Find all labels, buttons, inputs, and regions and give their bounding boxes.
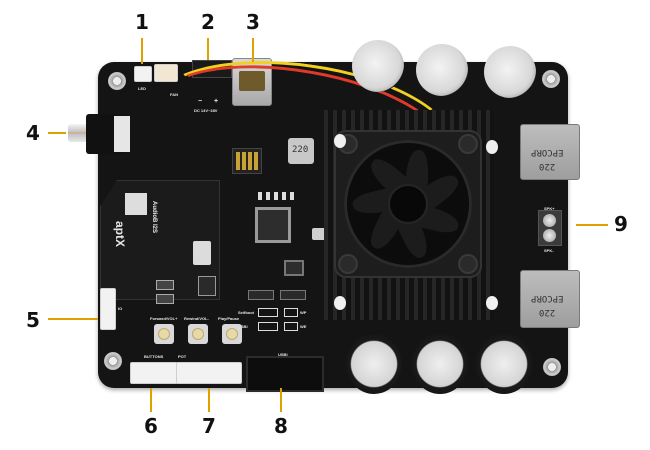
callout-1: 1 [135,10,149,34]
aptx-label: aptX [113,221,127,248]
play-pause-button[interactable] [222,324,242,344]
rca-audio-input [68,112,140,156]
buttons-label: BUTTONS [144,354,164,359]
selfboot-jumper [258,308,278,317]
jumper-header [248,290,274,300]
dc-power-jack [232,58,272,106]
leader-line-5 [48,318,98,320]
wp-label: WP [300,310,307,315]
callout-9: 9 [614,212,628,236]
smd-component [266,192,270,200]
cooling-fan [334,130,482,278]
rewind-vol-down-label: Rewind/VOL- [184,316,209,321]
diode [156,294,174,304]
selfboot-label: Selfboot [238,310,254,315]
fan-cable-top [192,60,232,78]
output-inductor-bottom: EPCORP 220 [520,270,580,328]
usbi-jumper-label: USBI [238,324,248,329]
regulator-chip [286,262,302,274]
diode [156,280,174,290]
leader-line-8 [280,388,282,412]
mounting-hole [542,70,560,88]
callout-2: 2 [201,10,215,34]
mounting-hole [108,72,126,90]
smd-component [274,192,278,200]
smd-component [282,192,286,200]
fan-screw [460,256,476,272]
mounting-hole [104,352,122,370]
capacitor [416,44,468,96]
leader-line-9 [576,224,608,226]
capacitor [412,334,468,394]
leader-line-4 [48,132,66,134]
leader-line-7 [208,388,210,412]
standoff [486,296,498,310]
standoff [334,134,346,148]
standoff [486,140,498,154]
fan-hub [390,186,426,222]
leader-line-6 [150,388,152,412]
buttons-connector [130,362,178,384]
leader-line-1 [141,38,143,64]
fan-label: FAN [170,92,178,97]
pot-label: POT [178,354,187,359]
module-model-label: AudioB I2S [151,201,157,234]
io-connector [100,288,116,330]
callout-7: 7 [202,414,216,438]
small-inductor: 220 [288,138,314,164]
speaker-terminal [538,210,562,246]
amplifier-board: LED FAN − + DC 14V~28V aptX AudioB I2S 2… [68,40,580,394]
leader-line-3 [252,38,254,62]
callout-4: 4 [26,121,40,145]
leader-line-2 [207,38,209,60]
forward-vol-up-label: Forward/VOL+ [150,316,178,321]
dc-plus-label: + [214,98,219,105]
capacitor [476,334,532,394]
dc-minus-label: − [198,98,203,105]
aptx-logo [125,193,147,215]
pot-connector [176,362,242,384]
we-label: WE [300,324,307,329]
callout-8: 8 [274,414,288,438]
we-jumper [284,322,298,331]
micro-usb-port [193,241,211,265]
led-connector [134,66,152,82]
fan-screw [460,136,476,152]
capacitor [352,40,404,92]
forward-vol-up-button[interactable] [154,324,174,344]
play-pause-label: Play/Pause [218,316,240,321]
callout-6: 6 [144,414,158,438]
fan-connector [154,64,178,82]
dsp-chip [258,210,288,240]
spk-plus-label: SPK+ [544,206,555,211]
usbi-jumper [258,322,278,331]
dip-switch [232,148,262,174]
usbi-label: USBI [278,352,288,357]
standoff [334,296,346,310]
capacitor [346,334,402,394]
spk-minus-label: SPK- [544,248,554,253]
led-label: LED [138,86,146,91]
callout-3: 3 [246,10,260,34]
wp-jumper [284,308,298,317]
smd-component [258,192,262,200]
io-label: IO [118,306,123,311]
voltage-regulator [198,276,216,296]
fan-screw [340,256,356,272]
smd-component [290,192,294,200]
dc-voltage-label: DC 14V~28V [194,108,218,113]
output-inductor-top: EPCORP 220 [520,124,580,180]
crystal [312,228,326,240]
rewind-vol-down-button[interactable] [188,324,208,344]
callout-5: 5 [26,308,40,332]
usbi-header [246,356,324,392]
capacitor [484,46,536,98]
mounting-hole [543,358,561,376]
jumper-header [280,290,306,300]
